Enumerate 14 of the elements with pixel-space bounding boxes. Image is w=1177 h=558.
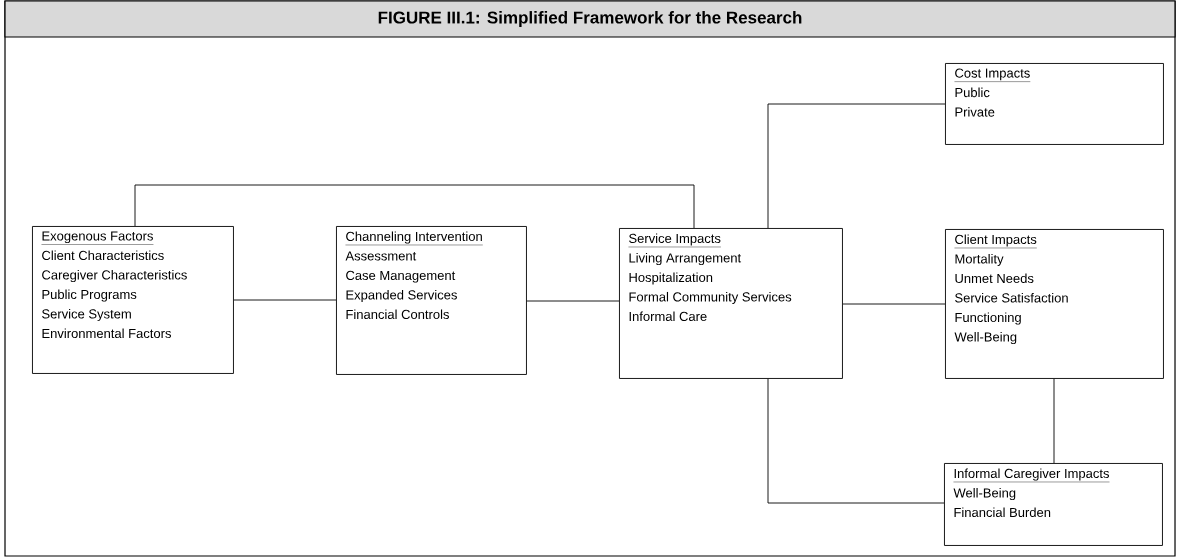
factor-box: Channeling Intervention Assessment Case Management Expanded Services Financial Controls — [336, 226, 527, 375]
factor-box: Informal Caregiver Impacts Well-Being Financial Burden — [944, 463, 1163, 546]
connector-line — [1053, 378, 1055, 464]
connector-line — [134, 184, 695, 229]
connector-line — [842, 303, 946, 305]
connector-line — [526, 300, 620, 302]
factor-box: Exogenous Factors Client Characteristics Caregiver Characteristics Public Programs Service System Environmental Factors — [32, 226, 234, 374]
factor-box: Cost Impacts Public Private — [945, 63, 1164, 145]
connector-line — [233, 299, 337, 301]
title-bar: FIGURE III.1: Simplified Framework for the Research — [4, 0, 1176, 38]
factor-box: Client Impacts Mortality Unmet Needs Service Satisfaction Functioning Well-Being — [945, 229, 1164, 379]
connector-line — [767, 103, 946, 229]
factor-box: Service Impacts Living Arrangement Hospitalization Formal Community Services Informal Care — [619, 228, 843, 379]
connector-line — [767, 378, 945, 504]
